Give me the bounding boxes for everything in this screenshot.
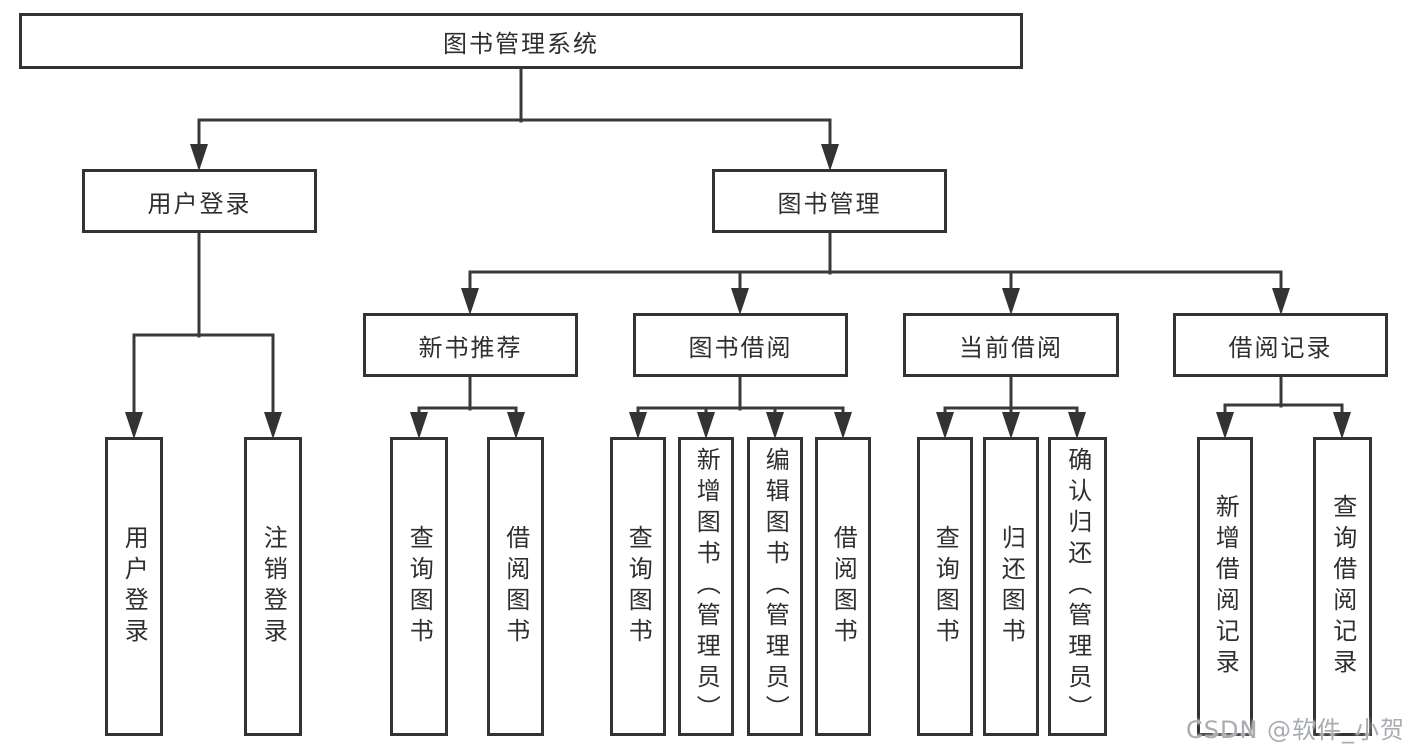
connector-root: [190, 67, 839, 171]
leaf-user-login-label: 用户登录: [120, 524, 149, 649]
leaf-recommend-borrow-books-label: 借阅图书: [501, 524, 530, 649]
leaf-current-query-books: 查询图书: [917, 437, 973, 736]
leaf-edit-books-admin-label: 编辑图书（管理员）: [761, 447, 790, 726]
node-new-book-recommendation: 新书推荐: [363, 313, 578, 377]
leaf-add-borrow-record-label: 新增借阅记录: [1211, 493, 1240, 680]
leaf-borrowing-query-books: 查询图书: [610, 437, 666, 736]
leaf-logout-label: 注销登录: [259, 524, 288, 649]
leaf-borrowing-borrow-books-label: 借阅图书: [829, 524, 858, 649]
leaf-return-books: 归还图书: [983, 437, 1039, 736]
connector-user-login: [125, 230, 282, 439]
leaf-recommend-query-books: 查询图书: [390, 437, 448, 736]
connector-new-book-recommendation: [410, 374, 525, 439]
leaf-query-borrow-record: 查询借阅记录: [1313, 437, 1372, 736]
leaf-query-borrow-record-label: 查询借阅记录: [1328, 493, 1357, 680]
connector-book-management: [461, 230, 1290, 315]
leaf-user-login: 用户登录: [105, 437, 163, 736]
leaf-logout: 注销登录: [244, 437, 302, 736]
leaf-add-borrow-record: 新增借阅记录: [1197, 437, 1253, 736]
csdn-watermark: CSDN @软件_小贺同学: [1186, 716, 1405, 744]
connector-borrowing-records: [1216, 374, 1351, 439]
connector-current-borrowing: [936, 374, 1086, 439]
node-book-borrowing: 图书借阅: [633, 313, 848, 377]
node-root: 图书管理系统: [19, 13, 1023, 69]
node-user-login: 用户登录: [82, 169, 317, 233]
leaf-borrowing-query-books-label: 查询图书: [624, 524, 653, 649]
leaf-current-query-books-label: 查询图书: [931, 524, 960, 649]
node-borrowing-records: 借阅记录: [1173, 313, 1388, 377]
leaf-recommend-query-books-label: 查询图书: [405, 524, 434, 649]
node-book-management: 图书管理: [712, 169, 947, 233]
leaf-add-books-admin-label: 新增图书（管理员）: [692, 447, 721, 726]
leaf-borrowing-borrow-books: 借阅图书: [815, 437, 871, 736]
leaf-confirm-return-admin: 确认归还（管理员）: [1048, 437, 1107, 736]
node-current-borrowing: 当前借阅: [903, 313, 1119, 377]
leaf-add-books-admin: 新增图书（管理员）: [678, 437, 734, 736]
leaf-confirm-return-admin-label: 确认归还（管理员）: [1063, 447, 1092, 726]
leaf-return-books-label: 归还图书: [997, 524, 1026, 649]
leaf-edit-books-admin: 编辑图书（管理员）: [747, 437, 803, 736]
leaf-recommend-borrow-books: 借阅图书: [487, 437, 544, 736]
connector-book-borrowing: [629, 374, 852, 439]
